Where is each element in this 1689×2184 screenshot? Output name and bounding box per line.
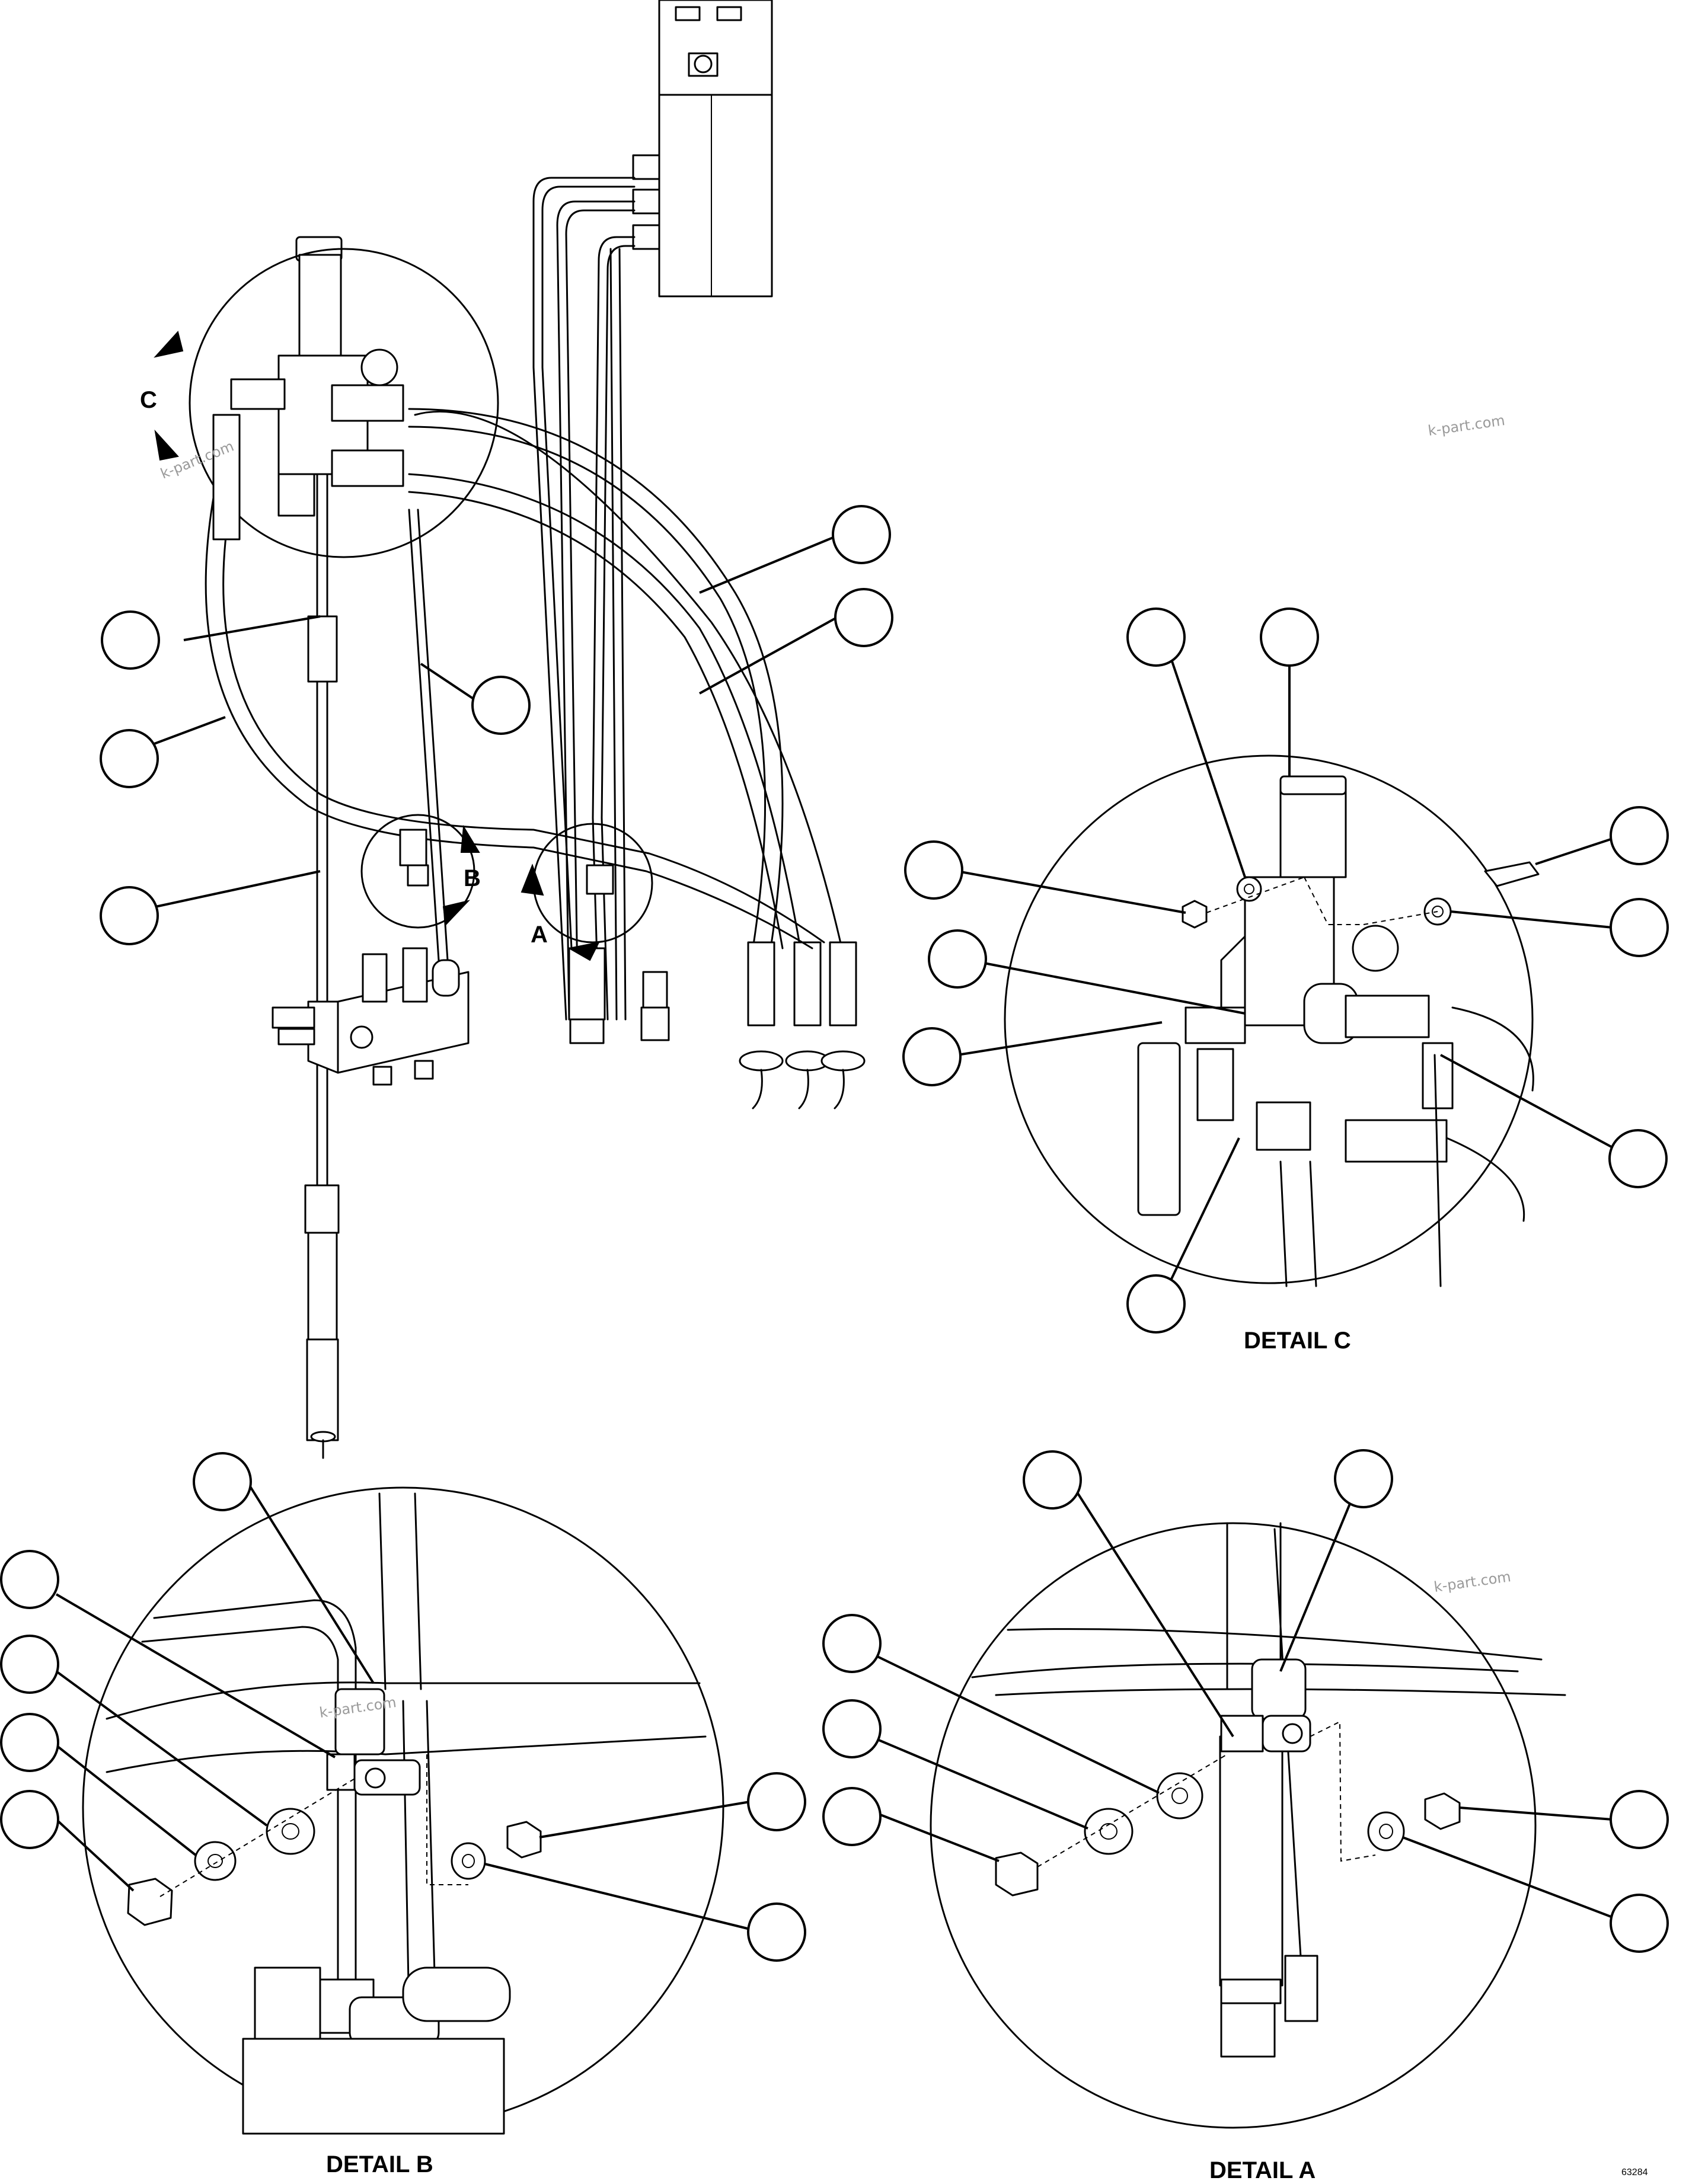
callout-bubble: [0, 1550, 59, 1609]
detail-c-marker: C: [140, 387, 157, 413]
callout-bubble: [1023, 1450, 1082, 1510]
detail-b-marker: B: [464, 865, 481, 891]
callout-bubble: [1610, 806, 1669, 865]
callout-bubble: [902, 1027, 962, 1086]
callout-bubble: [1334, 1449, 1393, 1508]
callout-bubble: [1610, 1894, 1669, 1953]
callouts-main: [100, 505, 893, 945]
callout-bubble: [1610, 898, 1669, 957]
callout-bubble: [1260, 607, 1319, 667]
detail-c: DETAIL C: [902, 607, 1669, 1354]
callout-bubble: [904, 840, 963, 900]
callout-bubble: [193, 1452, 252, 1511]
callout-bubble: [747, 1902, 806, 1962]
detail-b-view-circle: B: [360, 814, 481, 929]
detail-a: DETAIL A k-part.com: [822, 1449, 1669, 2183]
callout-bubble: [100, 729, 159, 788]
callout-bubble: [1126, 607, 1186, 667]
callout-bubble: [1608, 1129, 1668, 1188]
callout-bubble: [0, 1635, 59, 1694]
detail-a-marker: A: [531, 922, 548, 948]
sweeping-hoses: [408, 408, 866, 1109]
watermark: k-part.com: [1427, 412, 1506, 439]
callout-bubble: [747, 1772, 806, 1831]
left-loop-hose: [205, 497, 825, 949]
watermark: k-part.com: [1433, 1568, 1512, 1595]
detail-c-caption: DETAIL C: [1244, 1328, 1351, 1354]
callout-bubble: [0, 1713, 59, 1772]
callout-bubble: [822, 1787, 882, 1846]
upper-valve-block: [632, 0, 773, 298]
detail-a-caption: DETAIL A: [1209, 2157, 1316, 2183]
callout-bubble: [101, 610, 160, 670]
callout-bubble: [832, 505, 891, 564]
detail-c-view-circle: C: [140, 248, 499, 558]
main-assembly-view: C B A: [100, 0, 1506, 1459]
detail-b: DETAIL B k-part.com: [0, 1452, 806, 2177]
callout-bubble: [0, 1790, 59, 1849]
detail-a-view-circle: A: [521, 823, 653, 961]
second-vertical-rod: [408, 509, 449, 961]
callout-bubble: [100, 886, 159, 945]
callout-bubble: [928, 929, 987, 989]
detail-b-caption: DETAIL B: [326, 2151, 433, 2177]
callout-bubble: [822, 1699, 882, 1758]
drawing-code: 63284: [1621, 2167, 1648, 2177]
hydraulic-tubes: [532, 177, 670, 1044]
callout-bubble: [471, 676, 531, 735]
callout-bubble: [1126, 1274, 1186, 1334]
callout-bubble: [822, 1614, 882, 1673]
callout-bubble: [1610, 1790, 1669, 1849]
callout-bubble: [834, 588, 893, 647]
lower-manifold-block: [272, 947, 470, 1086]
